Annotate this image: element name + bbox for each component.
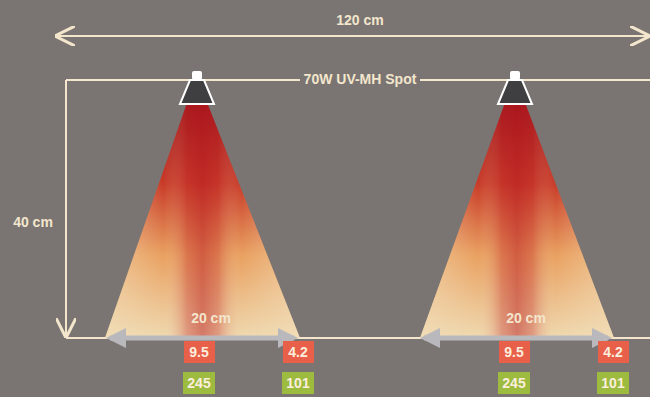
- value-text: 9.5: [189, 344, 208, 360]
- value-text: 245: [187, 375, 210, 391]
- value-text: 9.5: [504, 344, 523, 360]
- value-text: 4.2: [603, 344, 622, 360]
- value-badge: 9.5: [499, 341, 530, 363]
- span-arrow: [110, 336, 294, 341]
- dimension-label: 20 cm: [506, 310, 546, 326]
- value-badge-green: 245: [183, 372, 215, 394]
- span-arrow: [424, 336, 608, 341]
- height-dimension: [65, 80, 67, 336]
- light-cone: [105, 100, 300, 338]
- lamp-label: 70W UV-MH Spot: [300, 71, 421, 87]
- value-badge-green: 245: [498, 372, 530, 394]
- value-text: 101: [601, 375, 624, 391]
- spot-lamp: [498, 71, 532, 104]
- value-badge: 4.2: [598, 341, 629, 363]
- value-text: 4.2: [288, 344, 307, 360]
- value-badge: 4.2: [283, 341, 314, 363]
- value-badge-green: 101: [597, 372, 629, 394]
- width-dimension: [57, 35, 648, 37]
- value-badge-green: 101: [282, 372, 314, 394]
- dimension-label: 40 cm: [13, 214, 53, 230]
- value-text: 245: [502, 375, 525, 391]
- value-badge: 9.5: [184, 341, 215, 363]
- base-line: [66, 337, 650, 339]
- spot-lamp: [180, 71, 214, 104]
- dimension-label: 120 cm: [336, 12, 383, 28]
- light-cone: [420, 100, 614, 338]
- dimension-label: 20 cm: [191, 310, 231, 326]
- value-text: 101: [286, 375, 309, 391]
